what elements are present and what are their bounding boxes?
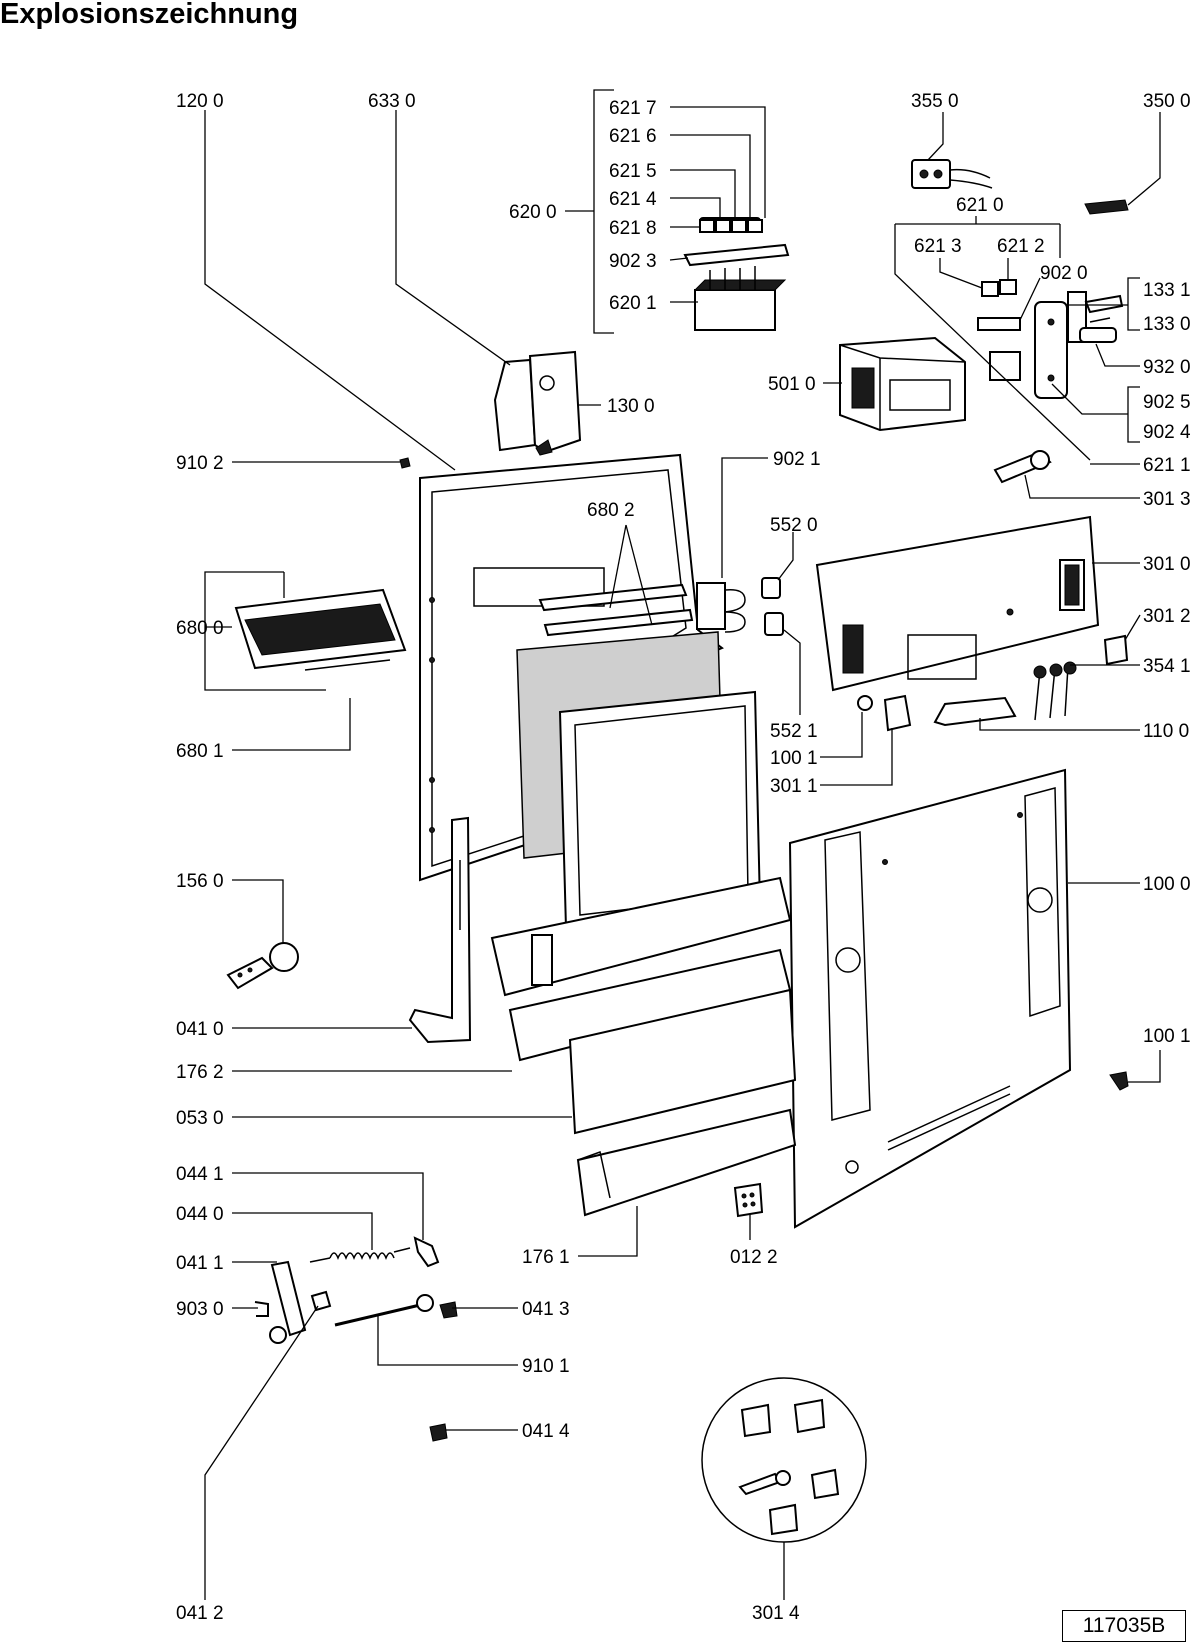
label-0440: 044 0 bbox=[176, 1204, 224, 1225]
label-6213: 621 3 bbox=[914, 236, 962, 257]
label-9024: 902 4 bbox=[1143, 422, 1191, 443]
label-9102: 910 2 bbox=[176, 453, 224, 474]
label-1761: 176 1 bbox=[522, 1247, 570, 1268]
label-9320: 932 0 bbox=[1143, 357, 1191, 378]
label-9023: 902 3 bbox=[609, 251, 657, 272]
label-0122: 012 2 bbox=[730, 1247, 778, 1268]
label-6200: 620 0 bbox=[509, 202, 557, 223]
label-3013: 301 3 bbox=[1143, 489, 1191, 510]
part-screw-0413 bbox=[439, 1301, 458, 1319]
label-1330: 133 0 bbox=[1143, 314, 1191, 335]
label-6214: 621 4 bbox=[609, 189, 657, 210]
part-switch-block bbox=[683, 217, 790, 331]
label-9021: 902 1 bbox=[773, 449, 821, 470]
label-0441: 044 1 bbox=[176, 1164, 224, 1185]
label-1300: 130 0 bbox=[607, 396, 655, 417]
part-timer bbox=[839, 336, 966, 432]
label-5521: 552 1 bbox=[770, 721, 818, 742]
label-3011: 301 1 bbox=[770, 776, 818, 797]
label-0530: 053 0 bbox=[176, 1108, 224, 1129]
label-1001a: 100 1 bbox=[770, 748, 818, 769]
label-1200: 120 0 bbox=[176, 91, 224, 112]
label-6218: 621 8 bbox=[609, 218, 657, 239]
label-1560: 156 0 bbox=[176, 871, 224, 892]
label-6212: 621 2 bbox=[997, 236, 1045, 257]
label-6201: 620 1 bbox=[609, 293, 657, 314]
part-door-latch bbox=[493, 350, 582, 456]
part-detail-circle bbox=[701, 1377, 867, 1543]
label-1331: 133 1 bbox=[1143, 280, 1191, 301]
part-hinge-bracket bbox=[1034, 291, 1124, 399]
label-0411: 041 1 bbox=[176, 1253, 224, 1274]
label-3500: 350 0 bbox=[1143, 91, 1191, 112]
part-lever-1560 bbox=[226, 942, 299, 990]
part-screw-9102 bbox=[399, 457, 411, 469]
label-9025: 902 5 bbox=[1143, 392, 1191, 413]
part-hinge-arm bbox=[408, 816, 472, 1044]
label-0410: 041 0 bbox=[176, 1019, 224, 1040]
part-control-panel bbox=[234, 583, 694, 671]
label-6210: 621 0 bbox=[956, 195, 1004, 216]
label-6802: 680 2 bbox=[587, 500, 635, 521]
label-3541: 354 1 bbox=[1143, 656, 1191, 677]
label-3010: 301 0 bbox=[1143, 554, 1191, 575]
part-door-channels bbox=[490, 876, 797, 1217]
part-small-components bbox=[857, 634, 1129, 732]
document-number: 117035B bbox=[1062, 1610, 1186, 1642]
page-title: Explosionszeichnung bbox=[0, 0, 299, 30]
label-0413: 041 3 bbox=[522, 1299, 570, 1320]
label-3012: 301 2 bbox=[1143, 606, 1191, 627]
part-spring bbox=[309, 1236, 440, 1268]
label-6211: 621 1 bbox=[1143, 455, 1191, 476]
label-0412: 041 2 bbox=[176, 1603, 224, 1624]
part-screw-1001 bbox=[1109, 1071, 1129, 1091]
label-6801: 680 1 bbox=[176, 741, 224, 762]
part-mains-connector bbox=[911, 159, 993, 189]
label-6216: 621 6 bbox=[609, 126, 657, 147]
part-pin-9101 bbox=[334, 1294, 434, 1327]
part-panel-housing bbox=[815, 515, 1100, 692]
label-1000: 100 0 bbox=[1143, 874, 1191, 895]
label-3014: 301 4 bbox=[752, 1603, 800, 1624]
part-labels: 120 0 633 0 621 7 621 6 621 5 621 4 620 … bbox=[176, 91, 1191, 1624]
part-switch-caps bbox=[977, 279, 1021, 381]
leader-lines bbox=[204, 89, 1161, 1600]
label-1001b: 100 1 bbox=[1143, 1026, 1191, 1047]
part-hinge-lower bbox=[254, 1260, 332, 1344]
label-5010: 501 0 bbox=[768, 374, 816, 395]
label-9030: 903 0 bbox=[176, 1299, 224, 1320]
label-9101: 910 1 bbox=[522, 1356, 570, 1377]
label-3550: 355 0 bbox=[911, 91, 959, 112]
part-clips-552 bbox=[696, 577, 784, 636]
label-1762: 176 2 bbox=[176, 1062, 224, 1083]
label-0414: 041 4 bbox=[522, 1421, 570, 1442]
label-5520: 552 0 bbox=[770, 515, 818, 536]
part-plate-3500 bbox=[1084, 199, 1129, 215]
label-6215: 621 5 bbox=[609, 161, 657, 182]
part-bracket-0122 bbox=[733, 1182, 764, 1218]
label-6217: 621 7 bbox=[609, 98, 657, 119]
part-inner-door bbox=[516, 631, 762, 930]
label-1100: 110 0 bbox=[1143, 721, 1189, 742]
part-lever-3013 bbox=[993, 450, 1052, 484]
label-6800: 680 0 bbox=[176, 618, 224, 639]
part-outer-door bbox=[788, 768, 1072, 1229]
label-9020: 902 0 bbox=[1040, 263, 1088, 284]
part-screw-0414 bbox=[429, 1423, 448, 1442]
label-6330: 633 0 bbox=[368, 91, 416, 112]
